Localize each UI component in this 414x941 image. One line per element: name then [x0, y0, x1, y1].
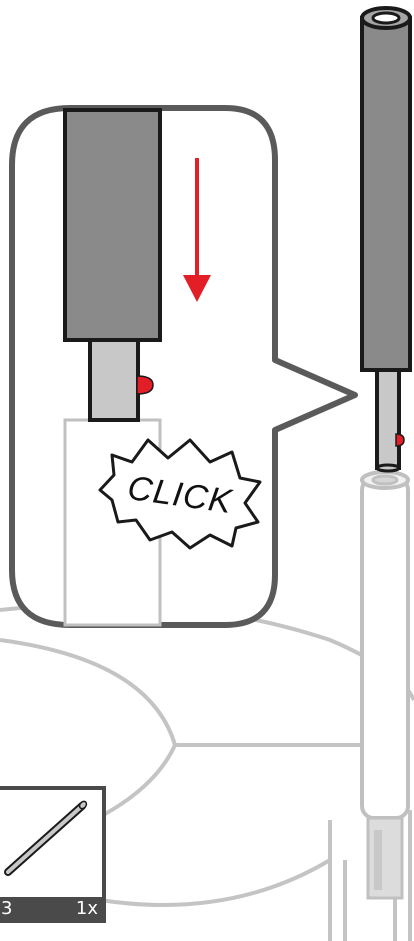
- spring-button-zoom-icon: [136, 375, 154, 395]
- spring-button-icon: [395, 433, 405, 447]
- part-number: 3: [1, 898, 13, 919]
- click-burst: CLICK: [98, 438, 262, 550]
- arrow-down-icon: [183, 158, 211, 302]
- zoom-callout: CLICK: [9, 105, 358, 628]
- part-info-bar: 3 1x: [0, 897, 104, 921]
- part-quantity: 1x: [75, 898, 98, 919]
- rod-icon: [4, 800, 88, 876]
- upper-tube: [360, 6, 412, 473]
- lower-tube-ghost: [360, 470, 410, 900]
